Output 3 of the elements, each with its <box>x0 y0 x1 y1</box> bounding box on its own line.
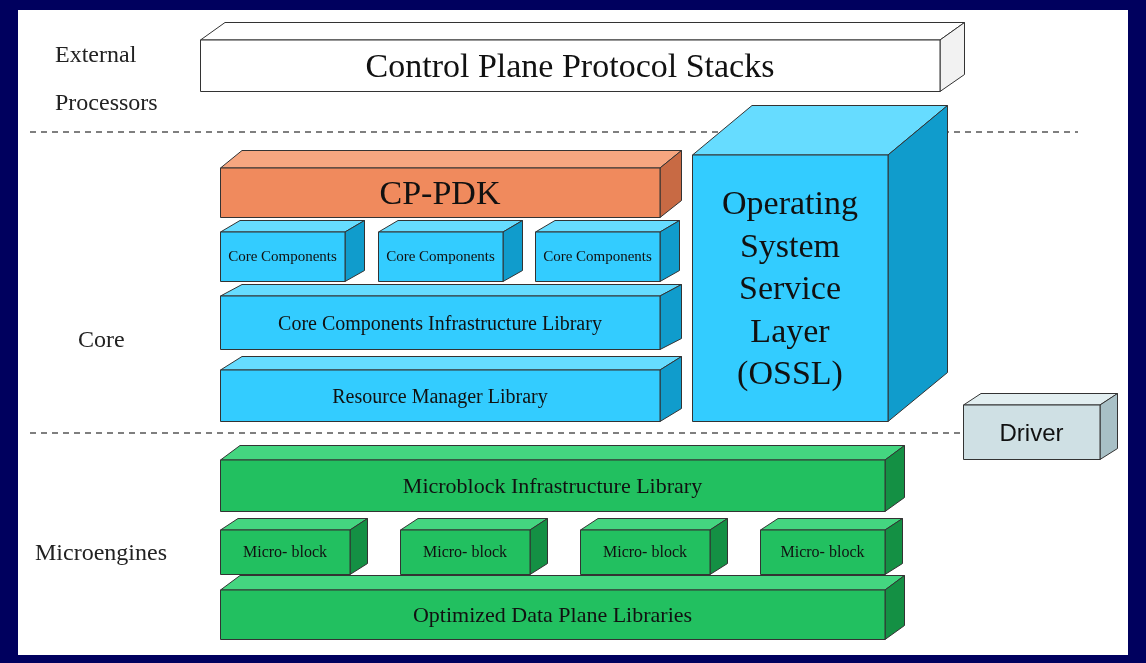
layer-label: Core <box>78 325 126 354</box>
layer-label: Microengines <box>35 538 168 567</box>
layer-label: External Processors <box>55 40 159 117</box>
